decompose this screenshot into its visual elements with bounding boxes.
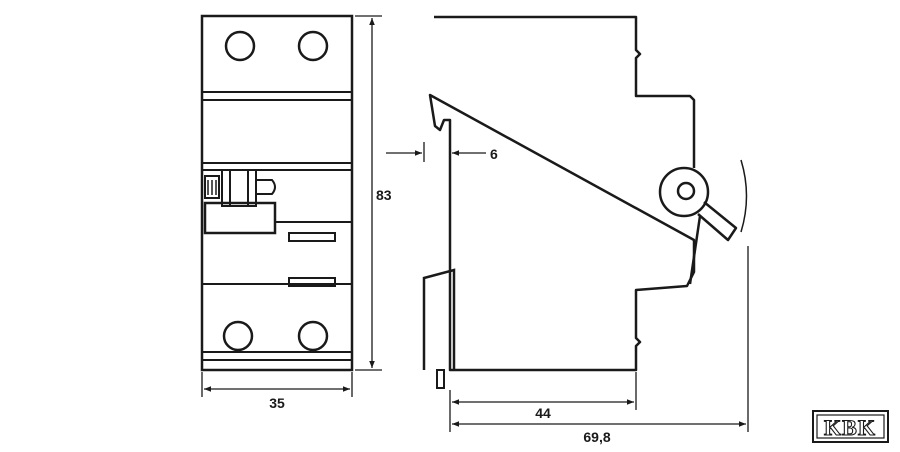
terminal-screw-bottom-left [222,320,254,352]
side-housing-outline [428,15,696,372]
dimension-front-height: 83 [355,15,392,371]
indicator-window-upper [288,232,336,242]
terminal-screw-top-left [224,30,256,62]
dimension-rail-offset: 6 [386,142,498,162]
terminal-screw-top-right [297,30,329,62]
dimension-label-69-8: 69,8 [583,429,610,445]
dimension-label-6: 6 [490,146,498,162]
rail-latch [436,369,445,389]
dimension-label-44: 44 [535,405,551,421]
indicator-window-lower [288,277,336,287]
logo-text: KBK [824,415,876,440]
lever-swing-arc [740,159,748,233]
dimension-overall-depth: 69,8 [452,246,749,445]
din-rail-clip [422,268,456,370]
dimension-front-width: 35 [201,372,353,411]
front-view [200,14,354,372]
kbk-logo: KBK [812,410,889,443]
toggle-lever [658,166,738,285]
side-view [422,15,748,389]
dimension-label-83: 83 [376,187,392,203]
terminal-screw-bottom-right [297,320,329,352]
front-housing [200,14,354,372]
dimension-body-depth: 44 [449,372,637,432]
toggle-mechanism [203,169,277,235]
dimension-label-35: 35 [269,395,285,411]
